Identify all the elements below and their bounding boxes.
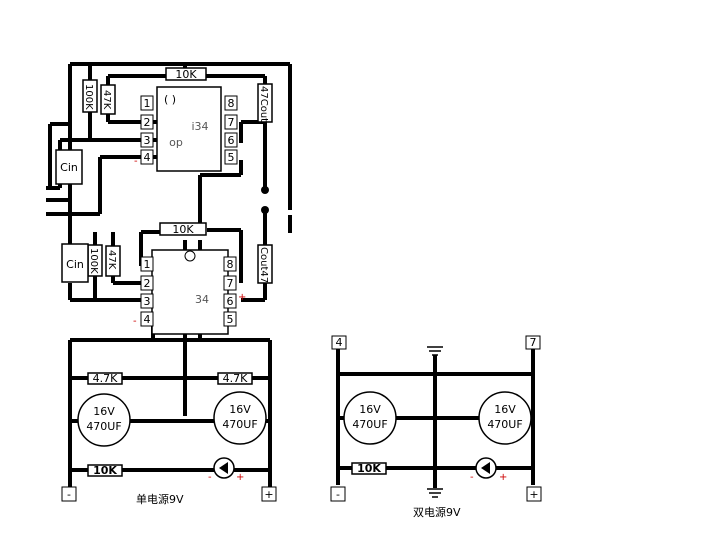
capacitor-dual-right-voltage: 16V [494,403,516,416]
capacitor-dual-right-capacity: 470UF [487,418,522,431]
resistor-bottom-r1-label: 100K [88,248,99,274]
opamp-bottom: 1 2 3 4 8 7 6 5 34 - + [133,249,246,335]
resistor-top-r2 [100,84,116,115]
capacitor-single-right [213,391,267,445]
capacitor-bottom-cout [257,244,273,284]
opamp-bottom-pin6: 6 [227,295,234,308]
resistor-div-left-label: 4.7K [93,372,118,385]
resistor-led-dual [351,462,387,475]
opamp-bottom-plus: + [238,292,246,303]
resistor-bottom-feedback [159,222,207,236]
resistor-top-r2-label: 47K [101,90,112,110]
capacitor-dual-left [343,391,397,445]
opamp-bottom-pin1: 1 [144,258,151,271]
opamp-bottom-pin8: 8 [227,258,234,271]
opamp-top-text-a: i34 [191,120,208,133]
led-single-plus: + [236,472,244,483]
terminal-single-plus-label: + [264,488,273,501]
resistor-bottom-r2 [105,245,121,277]
opamp-bottom-pin2: 2 [144,277,151,290]
resistor-div-right [217,372,253,385]
opamp-top-minus: - [134,156,138,167]
cin-top-box [55,149,83,185]
terminal-dual-minus [330,486,346,502]
resistor-div-left [87,372,123,385]
capacitor-single-left [77,393,131,447]
capacitor-dual-right [478,391,532,445]
capacitor-dual-left-voltage: 16V [359,403,381,416]
caption-single-supply: 单电源9V [136,493,184,506]
resistor-bottom-feedback-label: 10K [172,223,194,236]
capacitor-single-left-capacity: 470UF [86,420,121,433]
opamp-top-pin6: 6 [228,134,235,147]
opamp-top-pin4: 4 [144,151,151,164]
capacitor-top-cout-label: 47Cout [258,86,269,122]
resistor-top-feedback [165,67,207,81]
terminal-single-minus-label: - [67,488,71,501]
opamp-bottom-minus: - [133,316,137,327]
terminal-dual-plus [526,486,542,502]
opamp-bottom-pin3: 3 [144,295,151,308]
input-jack [261,186,269,214]
cin-top-label: Cin [60,161,78,174]
opamp-bottom-text-a: 34 [195,293,209,306]
capacitor-top-cout [257,83,273,123]
capacitor-single-right-capacity: 470UF [222,418,257,431]
opamp-top-marking: ( ) [164,93,176,106]
opamp-top-pin5: 5 [228,151,235,164]
cin-bottom-box [61,243,89,283]
capacitor-dual-left-capacity: 470UF [352,418,387,431]
opamp-top-pin8: 8 [228,97,235,110]
capacitor-single-left-voltage: 16V [93,405,115,418]
opamp-bottom-pin4: 4 [144,313,151,326]
terminal-single-minus [61,486,77,502]
ground-symbol-bottom [427,488,443,498]
resistor-top-feedback-label: 10K [175,68,197,81]
cin-bottom-label: Cin [66,258,84,271]
led-single-minus: - [208,472,212,483]
ground-symbol-top [427,346,443,356]
opamp-top-pin2: 2 [144,116,151,129]
resistor-led-single-label: 10K [93,464,117,477]
terminal-dual-plus-label: + [529,488,538,501]
terminal-pin4 [331,335,347,350]
resistor-top-r1-label: 100K [83,84,94,110]
opamp-bottom-notch [184,250,196,262]
led-dual-minus: - [470,472,474,483]
led-dual: - + [470,457,507,483]
capacitor-bottom-cout-label: Cout47 [258,247,269,283]
resistor-top-r1 [82,79,98,113]
terminal-pin7-label: 7 [530,336,537,349]
terminal-pin7 [525,335,541,350]
opamp-top-pin7: 7 [228,116,235,129]
opamp-top-text-b: op [169,136,183,149]
terminal-dual-minus-label: - [336,488,340,501]
opamp-top-pin3: 3 [144,134,151,147]
capacitor-single-right-voltage: 16V [229,403,251,416]
opamp-bottom-pin5: 5 [227,313,234,326]
opamp-bottom-pin7: 7 [227,277,234,290]
caption-dual-supply: 双电源9V [413,506,461,519]
resistor-div-right-label: 4.7K [223,372,248,385]
led-single: - + [208,457,244,483]
led-dual-plus: + [499,472,507,483]
opamp-top-pin1: 1 [144,97,151,110]
resistor-bottom-r2-label: 47K [106,250,117,270]
terminal-pin4-label: 4 [336,336,343,349]
resistor-led-single [87,464,123,477]
terminal-single-plus [261,486,277,502]
resistor-led-dual-label: 10K [357,462,381,475]
opamp-top: 1 2 3 4 8 7 6 5 ( ) i34 op - [134,86,238,172]
